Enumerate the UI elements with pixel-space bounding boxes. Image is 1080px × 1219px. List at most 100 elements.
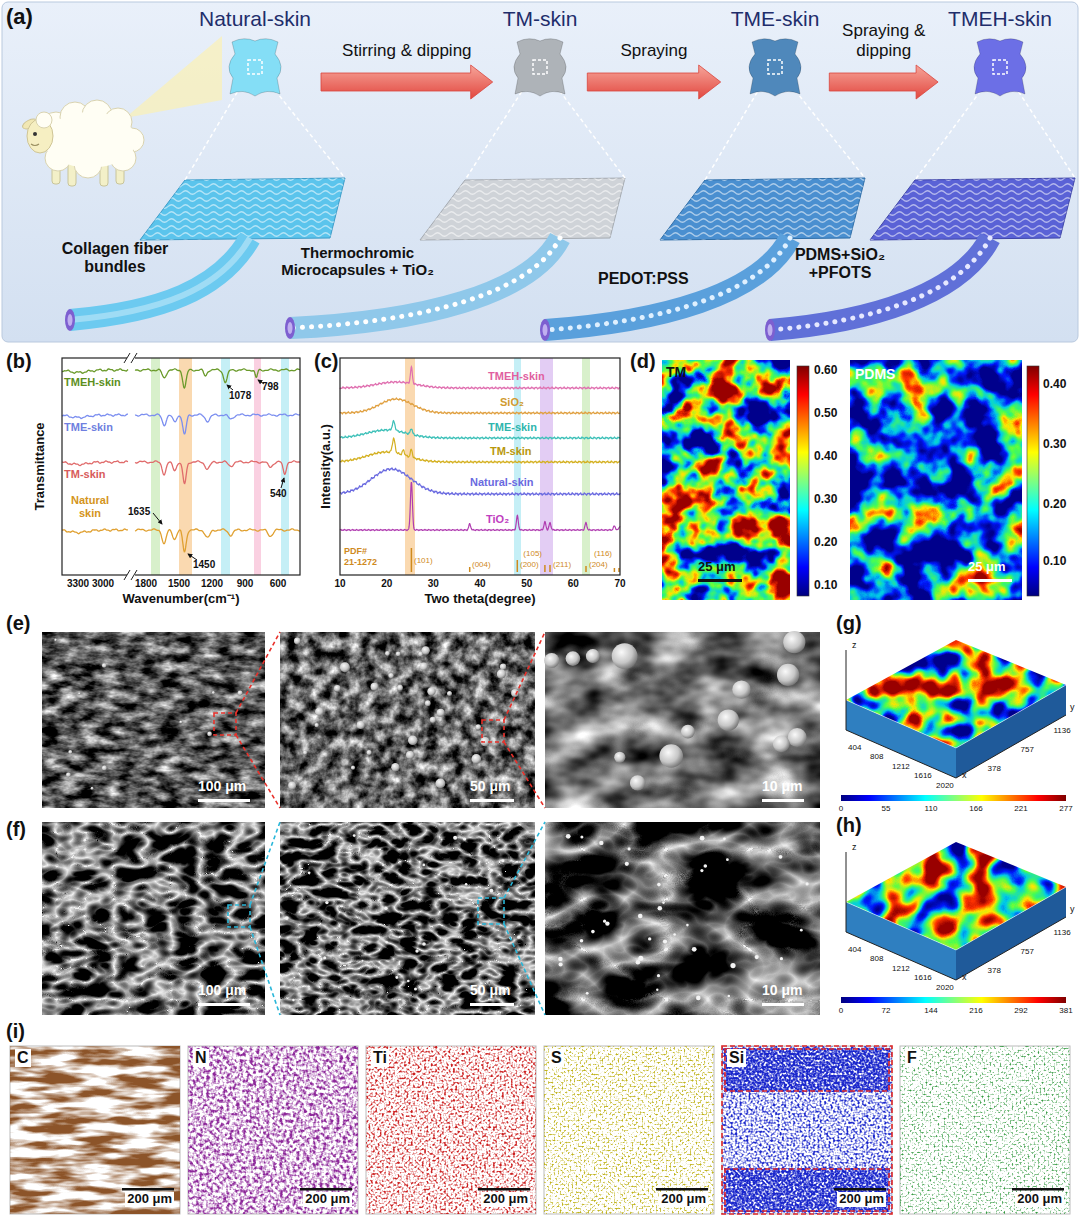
particle	[580, 939, 584, 943]
ftir-curve	[62, 414, 300, 434]
ftir-chart	[281, 478, 284, 488]
particle	[732, 680, 750, 698]
particle	[430, 717, 436, 723]
panel-letter: (e)	[6, 612, 30, 635]
particle	[673, 933, 676, 936]
zoom-box	[248, 60, 262, 74]
label: 1212	[892, 964, 910, 973]
stage-label: TMEH-skin	[948, 6, 1052, 32]
label: Wavenumber(cm⁻¹)	[123, 592, 240, 607]
label: 50 μm	[470, 778, 510, 794]
particle	[315, 723, 319, 727]
particle	[580, 835, 583, 838]
ftir-chart	[254, 358, 261, 575]
label: 2020	[936, 781, 954, 790]
sem-images	[42, 632, 265, 808]
label: 540	[270, 488, 287, 500]
particle	[591, 930, 595, 934]
fiber-mats	[870, 178, 1075, 240]
label: 1212	[892, 762, 910, 771]
label: 166	[969, 804, 982, 813]
xrd-curve	[340, 468, 620, 495]
label: y	[1070, 904, 1075, 914]
xrd-chart	[469, 567, 471, 572]
eds-maps	[366, 1046, 536, 1214]
label: 2020	[936, 983, 954, 992]
step-label: Stirring & dipping	[325, 41, 489, 61]
eds-maps	[722, 1046, 892, 1214]
particle	[728, 995, 731, 998]
skin-stage: TME-skin	[725, 6, 826, 100]
particle	[238, 690, 243, 695]
label: 1616	[914, 771, 932, 780]
eds-maps	[122, 1188, 174, 1191]
particle	[586, 649, 600, 663]
sheep	[44, 112, 136, 168]
eds-maps	[122, 1188, 1064, 1191]
particle	[566, 834, 571, 839]
label: 50	[521, 578, 532, 590]
particle	[465, 883, 468, 886]
particle	[353, 834, 356, 837]
label: TMEH-skin	[64, 376, 121, 389]
label: 378	[988, 966, 1001, 975]
particle	[436, 779, 446, 789]
particle	[367, 750, 372, 755]
particle	[102, 663, 107, 668]
particle	[630, 775, 645, 790]
label: 10 μm	[762, 982, 802, 998]
particle	[704, 864, 708, 868]
zoom-box	[993, 60, 1007, 74]
particle	[638, 914, 643, 919]
axis	[846, 650, 847, 730]
xrd-chart	[514, 358, 521, 575]
hide-icon	[220, 34, 290, 100]
label: 60	[568, 578, 579, 590]
bundle-ends	[768, 324, 773, 336]
sem-images	[470, 799, 514, 802]
eds-maps	[725, 1049, 889, 1091]
particle	[285, 916, 289, 920]
axis	[846, 852, 847, 932]
particle	[628, 847, 631, 850]
label: S	[549, 1049, 564, 1067]
label: 600	[270, 578, 287, 590]
label: 757	[1021, 745, 1034, 754]
label: y	[1070, 702, 1075, 712]
panel-letter: (d)	[630, 350, 656, 373]
particle	[475, 724, 481, 730]
sem-images	[228, 822, 545, 1015]
particle	[334, 685, 341, 692]
particle	[414, 988, 417, 991]
zoom-box	[533, 60, 547, 74]
sem-images	[504, 822, 545, 898]
label: 1616	[914, 973, 932, 982]
label: 1635	[128, 506, 150, 518]
label: (105)	[523, 549, 542, 558]
particle	[586, 992, 589, 995]
eds-maps	[544, 1046, 714, 1214]
fiber-bundles	[70, 238, 990, 330]
sem-images	[198, 1003, 250, 1006]
label: Natural-skin	[470, 476, 534, 489]
eds-maps	[1012, 1188, 1064, 1191]
xrd-chart	[411, 548, 413, 572]
sem-images	[236, 735, 280, 808]
particle	[726, 858, 729, 861]
particle	[730, 963, 735, 968]
particle	[437, 709, 445, 717]
xrd-chart	[517, 560, 519, 572]
roughness-maps	[662, 360, 790, 600]
particle	[777, 664, 799, 686]
xrd-chart	[582, 358, 590, 575]
particle	[342, 953, 344, 955]
label: 0	[839, 1006, 843, 1015]
particle	[638, 956, 643, 961]
particle	[511, 689, 519, 697]
label: 20	[381, 578, 392, 590]
label: Collagen fiber bundles	[55, 240, 175, 277]
label: 200 μm	[125, 1192, 174, 1207]
axis	[956, 917, 1066, 980]
bundle-ends	[285, 317, 295, 339]
